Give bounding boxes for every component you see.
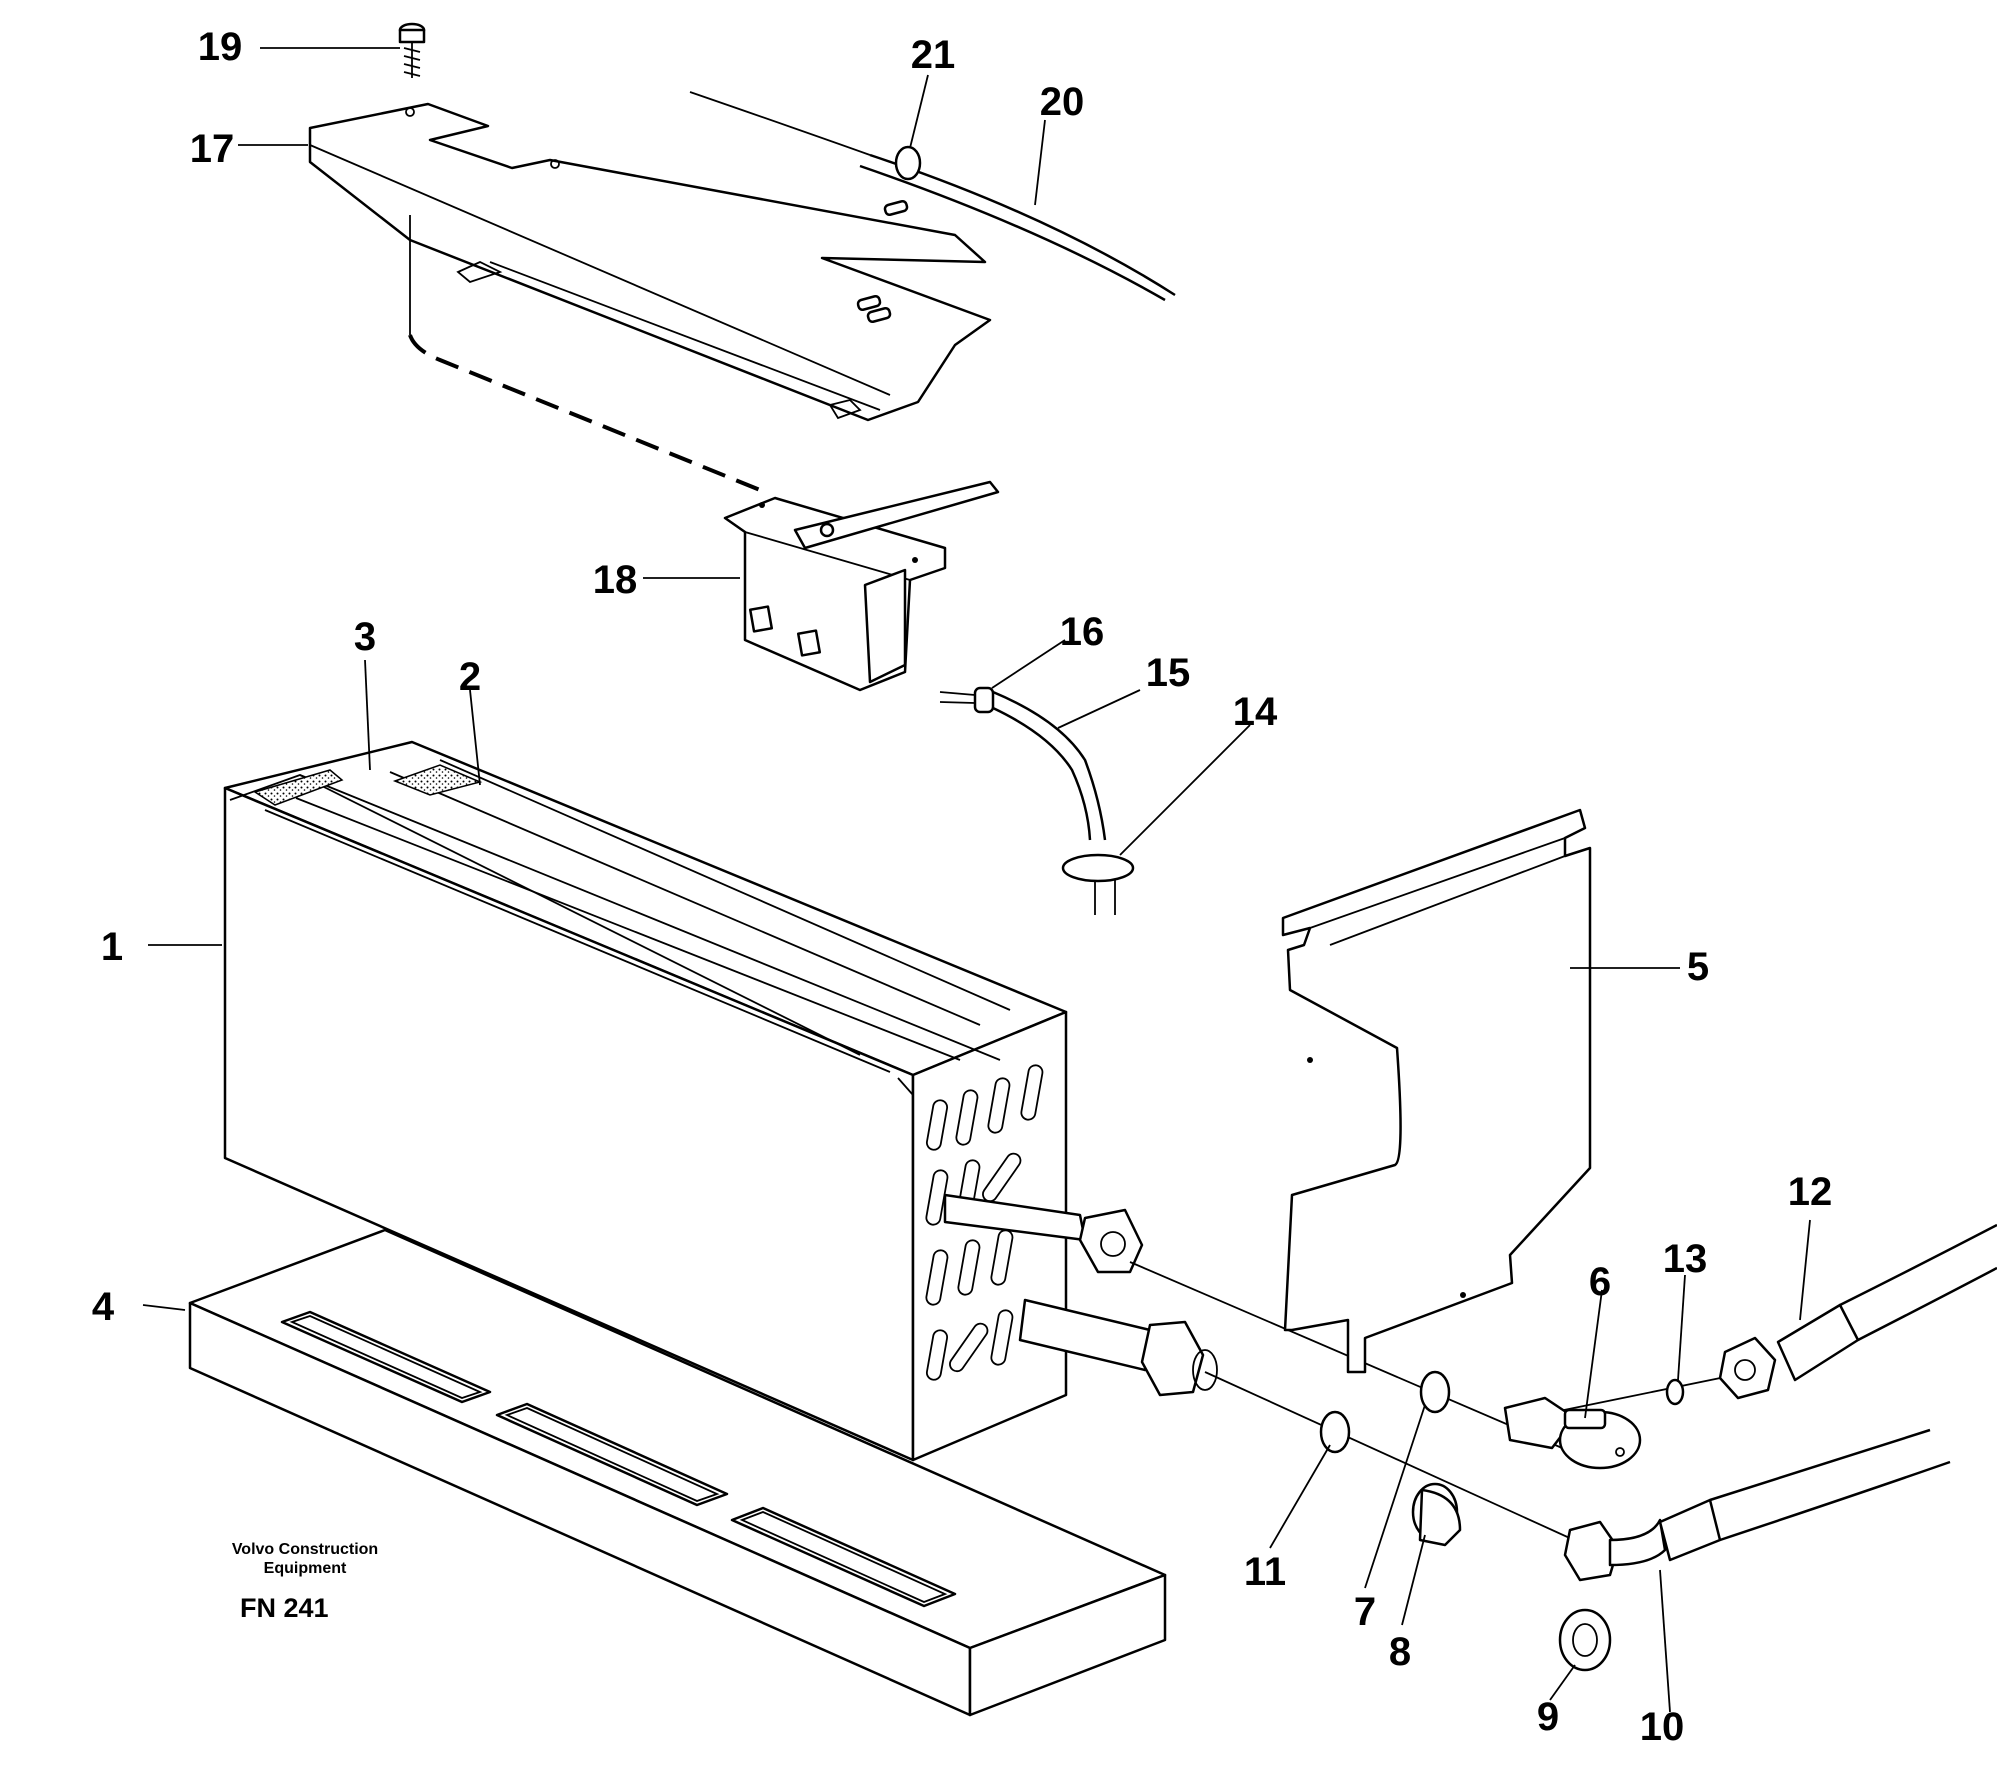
callout-20: 20	[1040, 80, 1085, 124]
callout-6: 6	[1589, 1260, 1611, 1304]
credit-line-2: Equipment	[263, 1560, 347, 1577]
callout-9: 9	[1537, 1695, 1559, 1739]
callout-7: 7	[1354, 1590, 1376, 1634]
callout-1: 1	[101, 925, 123, 969]
pipe-fittings	[1078, 1208, 1218, 1397]
screw-part-19	[398, 22, 426, 78]
callout-11: 11	[1244, 1550, 1286, 1594]
manufacturer-credit: Volvo Construction Equipment	[205, 1540, 405, 1578]
callout-3: 3	[354, 615, 376, 659]
callout-12: 12	[1788, 1170, 1833, 1214]
callout-14: 14	[1233, 690, 1278, 734]
callout-18: 18	[593, 558, 638, 602]
cover-plate-part-5	[1281, 808, 1592, 1374]
capillary-tube-part-20	[689, 91, 1176, 302]
leader-lines	[142, 47, 1811, 1713]
callout-21: 21	[911, 33, 956, 77]
callout-16: 16	[1060, 610, 1105, 654]
callout-19: 19	[198, 25, 243, 69]
callout-15: 15	[1146, 651, 1191, 695]
mounting-bracket-part-17	[308, 102, 992, 492]
cable-assembly-parts-14-16	[939, 686, 1135, 915]
base-tray-part-4	[188, 1228, 1167, 1717]
callout-13: 13	[1663, 1237, 1708, 1281]
valve-part-6	[1503, 1396, 1642, 1470]
thermostat-part-18	[723, 480, 1000, 692]
callout-labels: 1 2 3 4 5 6 7 8 9 10 11 12 13 14 15 16 1…	[92, 25, 1832, 1749]
credit-line-1: Volvo Construction	[231, 1541, 379, 1558]
figure-code: FN 241	[240, 1593, 329, 1623]
callout-2: 2	[459, 655, 481, 699]
heater-housing-part-1	[223, 740, 1152, 1462]
hose-part-12	[1718, 1223, 1997, 1400]
callout-5: 5	[1687, 945, 1709, 989]
sleeve-part-9	[1558, 1608, 1612, 1672]
callout-10: 10	[1640, 1705, 1685, 1749]
clip-part-8	[1411, 1482, 1462, 1547]
seal-rings	[1319, 1370, 1685, 1454]
hose-part-10	[1563, 1428, 1951, 1582]
callout-4: 4	[92, 1285, 115, 1329]
callout-17: 17	[190, 127, 235, 171]
callout-8: 8	[1389, 1630, 1411, 1674]
